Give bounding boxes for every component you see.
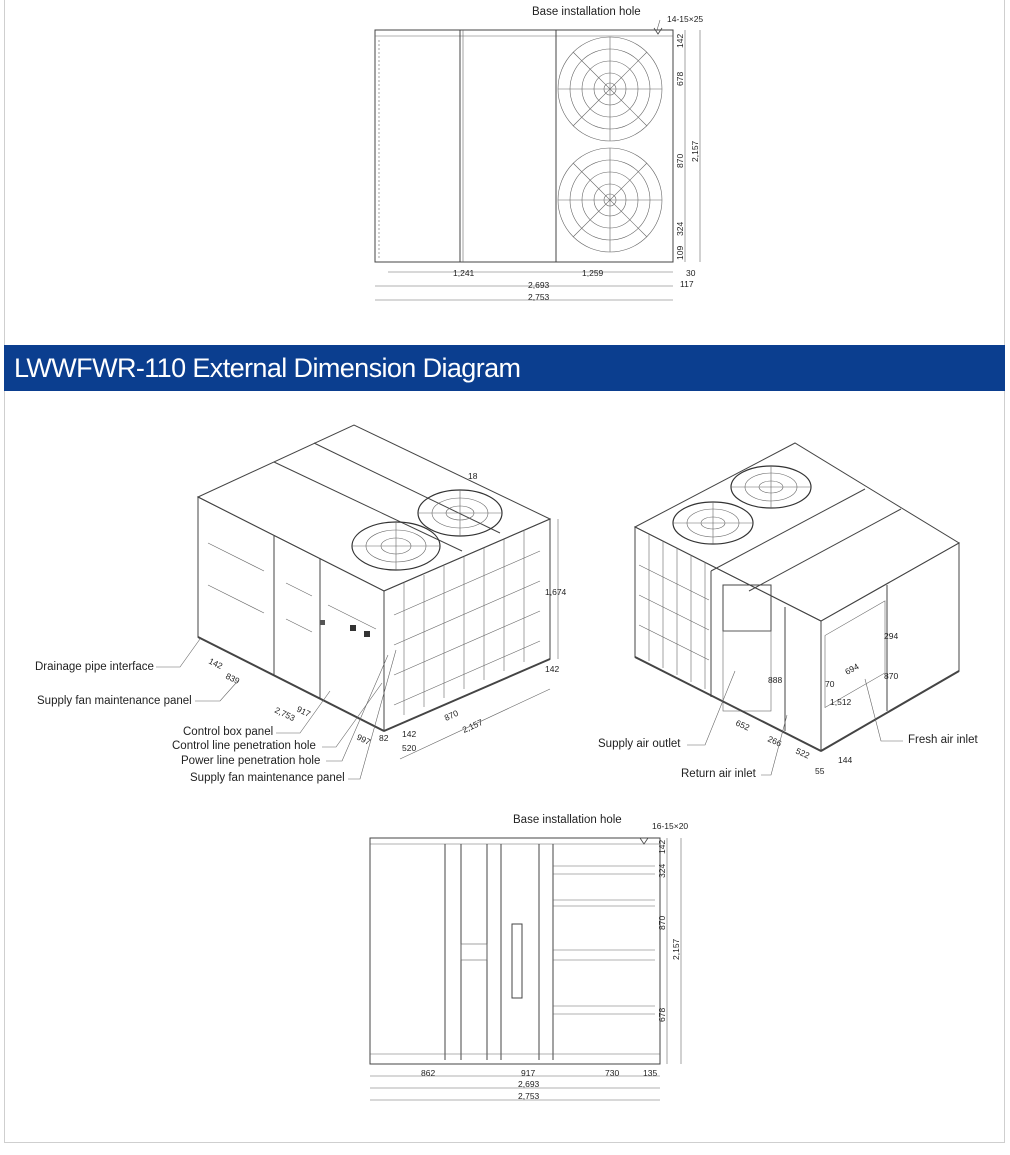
hole-spec: 14-15×25 [667, 14, 703, 24]
dim-839: 839 [224, 671, 241, 686]
dim-888: 888 [768, 675, 782, 685]
dim-1512: 1,512 [830, 697, 852, 707]
dim-917: 917 [295, 704, 312, 719]
dim-18: 18 [468, 471, 478, 481]
dim-266: 266 [766, 734, 783, 749]
dim-142: 142 [675, 34, 685, 48]
base-hole-label-bottom: Base installation hole [513, 814, 622, 826]
label-supply-fan-panel-1: Supply fan maintenance panel [37, 695, 192, 707]
dim-overall-height: 2,157 [671, 938, 681, 960]
dim-1674: 1,674 [545, 587, 567, 597]
dim-142b: 142 [402, 729, 416, 739]
label-control-line: Control line penetration hole [172, 740, 316, 752]
fan-grille-icon [730, 465, 812, 509]
fan-grille-icon [672, 501, 754, 545]
label-supply-air-outlet: Supply air outlet [598, 738, 681, 750]
dim-294: 294 [884, 631, 898, 641]
bottom-plan-view: Base installation hole 16-15×20 142 324 … [369, 814, 688, 1101]
label-fresh-air-inlet: Fresh air inlet [908, 734, 978, 746]
label-control-box: Control box panel [183, 726, 274, 738]
dim-109: 109 [675, 246, 685, 260]
unit-outline [374, 29, 674, 263]
dim-652: 652 [734, 718, 751, 733]
page-title: LWWFWR-110 External Dimension Diagram [14, 353, 521, 383]
dim-1241: 1,241 [453, 268, 475, 278]
dim-678: 678 [657, 1008, 667, 1022]
isometric-left-view: 18 1,674 142 142 839 2,753 917 997 82 14… [156, 424, 567, 780]
dim-917: 917 [521, 1068, 535, 1078]
fan-grille-icon [557, 36, 663, 142]
base-hole-label: Base installation hole [532, 6, 641, 18]
dim-870: 870 [443, 708, 460, 723]
dim-2693: 2,693 [528, 280, 550, 290]
dim-1259: 1,259 [582, 268, 604, 278]
dim-overall-height: 2,157 [690, 140, 700, 162]
label-supply-fan-panel-2: Supply fan maintenance panel [190, 772, 345, 784]
hole-spec-bottom: 16-15×20 [652, 821, 688, 831]
dim-142: 142 [657, 840, 667, 854]
dim-870: 870 [884, 671, 898, 681]
dim-870: 870 [657, 916, 667, 930]
dim-678: 678 [675, 72, 685, 86]
dim-324: 324 [675, 222, 685, 236]
dim-862: 862 [421, 1068, 435, 1078]
dim-70: 70 [825, 679, 835, 689]
fan-grille-icon [351, 521, 441, 571]
dim-142c: 142 [545, 664, 559, 674]
dim-55: 55 [815, 766, 825, 776]
dim-2753: 2,753 [528, 292, 550, 302]
dim-870: 870 [675, 154, 685, 168]
dim-2693: 2,693 [518, 1079, 540, 1089]
fan-grille-icon [557, 147, 663, 253]
dim-135: 135 [643, 1068, 657, 1078]
label-power-line: Power line penetration hole [181, 755, 321, 767]
dim-30: 30 [686, 268, 696, 278]
top-plan-view: Base installation hole 14-15×25 142 678 … [374, 6, 703, 302]
label-return-air-inlet: Return air inlet [681, 768, 756, 780]
dim-997: 997 [355, 732, 372, 747]
dim-2753: 2,753 [273, 705, 297, 723]
dim-82: 82 [379, 733, 389, 743]
dim-144: 144 [838, 755, 852, 765]
dim-142a: 142 [207, 656, 224, 671]
dim-730: 730 [605, 1068, 619, 1078]
label-drainage: Drainage pipe interface [35, 661, 154, 673]
isometric-right-view: 294 694 870 70 1,512 888 652 266 522 55 … [633, 442, 960, 776]
dim-2753: 2,753 [518, 1091, 540, 1101]
fan-grille-icon [417, 489, 503, 537]
unit-outline [369, 837, 661, 1065]
dim-694: 694 [843, 661, 860, 677]
dim-520: 520 [402, 743, 416, 753]
dim-324: 324 [657, 864, 667, 878]
title-banner: LWWFWR-110 External Dimension Diagram [4, 345, 1005, 391]
dim-117: 117 [680, 279, 694, 289]
dim-522: 522 [794, 746, 811, 761]
dim-2157: 2,157 [461, 717, 485, 735]
page-frame [4, 0, 1005, 1143]
